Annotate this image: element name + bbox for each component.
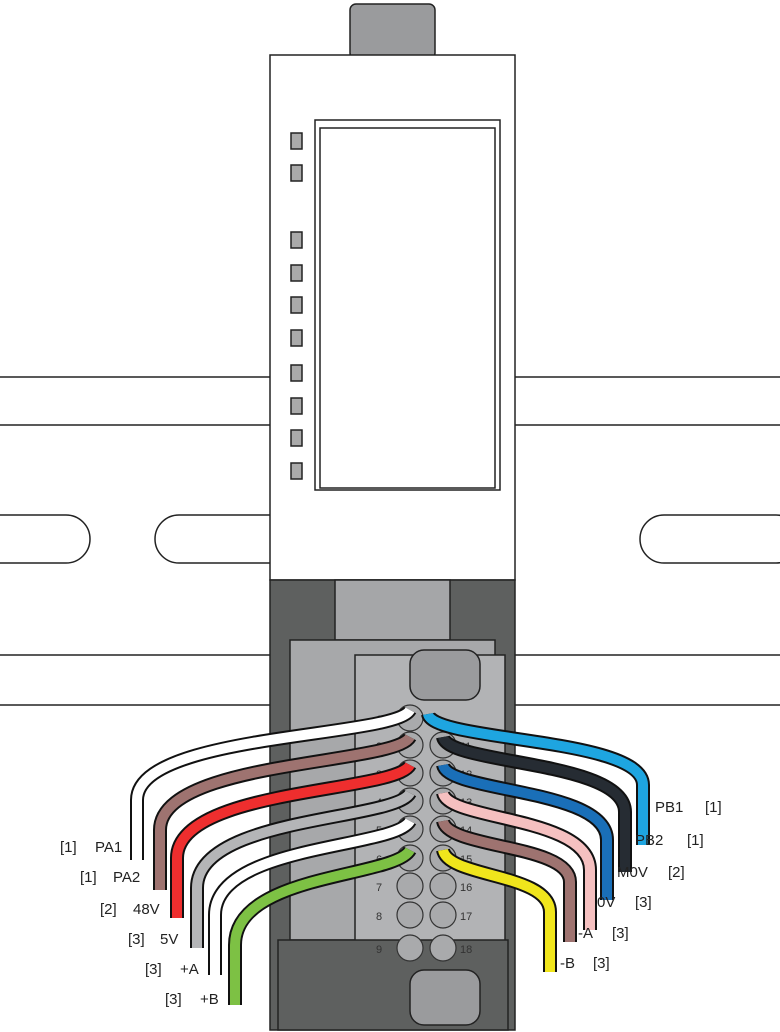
terminal-number: 18: [460, 944, 472, 956]
wire-signal-label: PA1: [95, 839, 122, 856]
terminal-number: 9: [376, 944, 382, 956]
terminal-hole[interactable]: [396, 934, 424, 962]
wire-ref-label: [3]: [145, 961, 162, 978]
wire-signal-label: +A: [180, 961, 199, 978]
wire-5v: [190, 788, 417, 948]
terminal-number: 8: [376, 911, 382, 923]
wire-ref-label: [2]: [100, 901, 117, 918]
wire-pa2: [153, 732, 417, 890]
terminal-hole[interactable]: [396, 901, 424, 929]
wire-pa1: [130, 705, 417, 860]
wire-ref-label: [3]: [165, 991, 182, 1008]
wire-signal-label: PB2: [635, 832, 663, 849]
wire-signal-label: +B: [200, 991, 219, 1008]
terminal-number: 7: [376, 882, 382, 894]
wire-signal-label: -B: [560, 955, 575, 972]
terminal-hole[interactable]: [396, 872, 424, 900]
terminal-number: 16: [460, 882, 472, 894]
wire-ma: [436, 817, 577, 942]
wire-signal-label: M0V: [617, 864, 648, 881]
wire-m0v: [436, 761, 614, 900]
wire-signal-label: -A: [578, 925, 593, 942]
terminal-hole[interactable]: [429, 901, 457, 929]
wire-pa: [208, 816, 417, 975]
wire-pb2: [436, 733, 632, 872]
wire-pb: [228, 845, 417, 1005]
wire-ref-label: [3]: [635, 894, 652, 911]
terminal-hole[interactable]: [429, 934, 457, 962]
terminal-number: 17: [460, 911, 472, 923]
wire-mb: [436, 847, 557, 972]
terminal-hole[interactable]: [429, 872, 457, 900]
wire-ref-label: [1]: [687, 832, 704, 849]
wire-ref-label: [1]: [80, 869, 97, 886]
wire-0v: [436, 789, 597, 930]
wire-signal-label: 5V: [160, 931, 178, 948]
wire-ref-label: [3]: [593, 955, 610, 972]
wire-ref-label: [1]: [60, 839, 77, 856]
wire-pb1: [421, 710, 650, 845]
wire-signal-label: PA2: [113, 869, 140, 886]
wire-signal-label: 0V: [597, 894, 615, 911]
wire-signal-label: 48V: [133, 901, 160, 918]
wire-ref-label: [3]: [128, 931, 145, 948]
wire-ref-label: [1]: [705, 799, 722, 816]
wire-ref-label: [3]: [612, 925, 629, 942]
wire-48v: [170, 760, 417, 918]
wire-signal-label: PB1: [655, 799, 683, 816]
wire-ref-label: [2]: [668, 864, 685, 881]
